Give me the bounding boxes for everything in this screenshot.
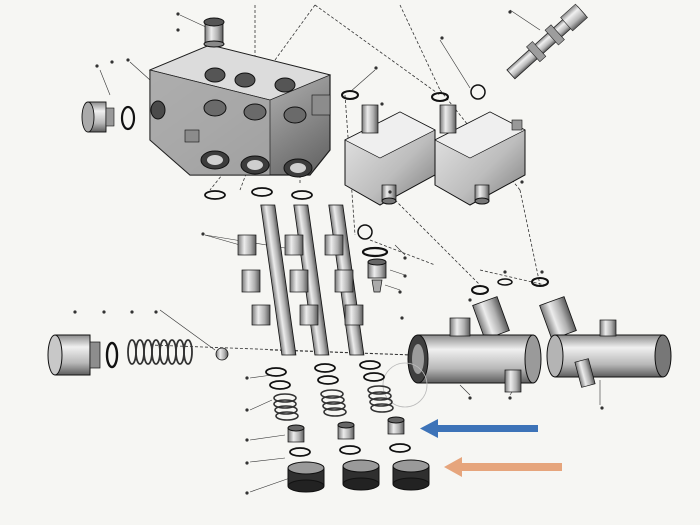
lower-stack-middle (314, 363, 380, 491)
top-o-rings (341, 84, 486, 102)
blue-arrow (420, 419, 538, 438)
cylinder-housing-left (382, 317, 542, 408)
spool-stack-right (291, 190, 365, 356)
callout-markers (73, 10, 604, 495)
valve-body-block (148, 44, 332, 178)
spool-stack-middle (251, 187, 330, 356)
spool-stack-left (204, 190, 297, 356)
orange-arrow (444, 457, 562, 477)
pressure-adjuster-stem (506, 3, 588, 80)
side-plug-upper (81, 101, 136, 133)
cylinder-housing-right (546, 319, 672, 388)
relief-valve-block-right (434, 104, 526, 206)
relief-valve-block-left (344, 104, 436, 206)
horizontal-plug-assembly (47, 334, 119, 376)
check-valve-parts (357, 224, 389, 293)
horizontal-spring (127, 339, 193, 365)
check-ball (215, 347, 229, 361)
lower-stack-right (359, 360, 430, 491)
top-fitting (203, 17, 225, 48)
lower-stack-left (265, 367, 325, 493)
